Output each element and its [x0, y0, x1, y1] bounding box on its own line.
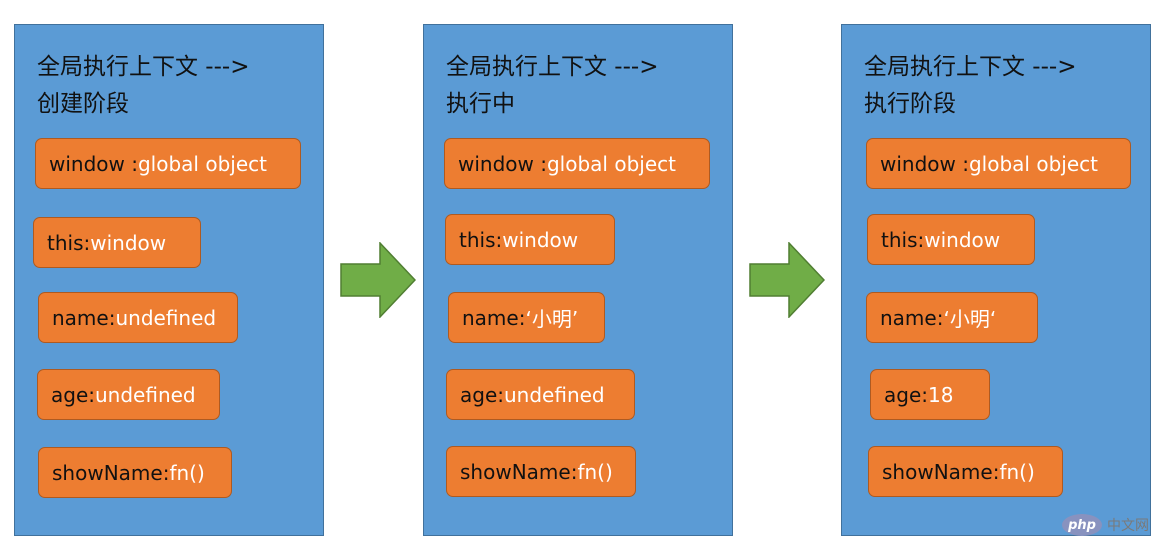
- variable-key: showName:: [460, 459, 578, 484]
- variable-box-window: window : global object: [866, 138, 1131, 189]
- variable-box-window: window : global object: [444, 138, 710, 189]
- variable-key: this:: [459, 227, 503, 252]
- variable-box-name: name: ‘小明‘: [866, 292, 1038, 343]
- variable-box-this: this: window: [445, 214, 615, 265]
- variable-box-name: name: undefined: [38, 292, 238, 343]
- panel-title-line-1: 全局执行上下文 --->: [37, 54, 250, 80]
- variable-key: age:: [51, 382, 95, 407]
- variable-value: fn(): [999, 459, 1035, 484]
- variable-box-age: age: undefined: [37, 369, 220, 420]
- variable-box-showname: showName: fn(): [446, 446, 636, 497]
- panel-title-line-2: 执行阶段: [864, 91, 956, 117]
- variable-box-this: this: window: [33, 217, 201, 268]
- php-logo-icon: php: [1062, 514, 1102, 536]
- variable-key: showName:: [882, 459, 1000, 484]
- variable-value: window: [502, 227, 579, 252]
- variable-value: ‘小明’: [525, 307, 579, 331]
- panel-title: 全局执行上下文 ---> 执行阶段: [864, 49, 1134, 123]
- watermark: php 中文网: [1062, 514, 1149, 536]
- variable-key: name:: [52, 305, 116, 330]
- panel-title: 全局执行上下文 ---> 创建阶段: [37, 49, 307, 123]
- variable-box-this: this: window: [867, 214, 1035, 265]
- context-panel-execution: 全局执行上下文 ---> 执行阶段 window : global object…: [841, 24, 1151, 536]
- variable-key: window :: [880, 151, 969, 176]
- variable-box-age: age: 18: [870, 369, 990, 420]
- variable-value: undefined: [95, 382, 196, 407]
- variable-value: window: [90, 230, 167, 255]
- panel-title-line-1: 全局执行上下文 --->: [864, 54, 1077, 80]
- variable-value: global object: [546, 151, 676, 176]
- variable-key: showName:: [52, 460, 170, 485]
- variable-key: name:: [462, 305, 526, 330]
- variable-box-showname: showName: fn(): [38, 447, 232, 498]
- variable-value: fn(): [169, 460, 205, 485]
- variable-box-showname: showName: fn(): [868, 446, 1063, 497]
- variable-value: undefined: [504, 382, 605, 407]
- variable-key: this:: [47, 230, 91, 255]
- panel-title-line-1: 全局执行上下文 --->: [446, 54, 659, 80]
- variable-box-window: window : global object: [35, 138, 301, 189]
- context-panel-executing: 全局执行上下文 ---> 执行中 window : global object …: [423, 24, 733, 536]
- variable-key: age:: [884, 382, 928, 407]
- variable-key: this:: [881, 227, 925, 252]
- watermark-text: 中文网: [1107, 518, 1149, 534]
- variable-key: age:: [460, 382, 504, 407]
- right-arrow-icon: [340, 242, 416, 318]
- variable-value: global object: [137, 151, 267, 176]
- variable-value: ‘小明‘: [943, 307, 997, 331]
- variable-value: 18: [928, 382, 954, 407]
- variable-box-name: name: ‘小明’: [448, 292, 605, 343]
- variable-value: undefined: [115, 305, 217, 330]
- right-arrow-icon: [749, 242, 825, 318]
- variable-key: window :: [458, 151, 547, 176]
- panel-title-line-2: 创建阶段: [37, 91, 129, 117]
- variable-value: window: [924, 227, 1001, 252]
- panel-title-line-2: 执行中: [446, 91, 515, 117]
- variable-box-age: age: undefined: [446, 369, 635, 420]
- context-panel-creation: 全局执行上下文 ---> 创建阶段 window : global object…: [14, 24, 324, 536]
- variable-key: window :: [49, 151, 138, 176]
- variable-key: name:: [880, 305, 944, 330]
- variable-value: fn(): [577, 459, 613, 484]
- variable-value: global object: [968, 151, 1098, 176]
- panel-title: 全局执行上下文 ---> 执行中: [446, 49, 716, 123]
